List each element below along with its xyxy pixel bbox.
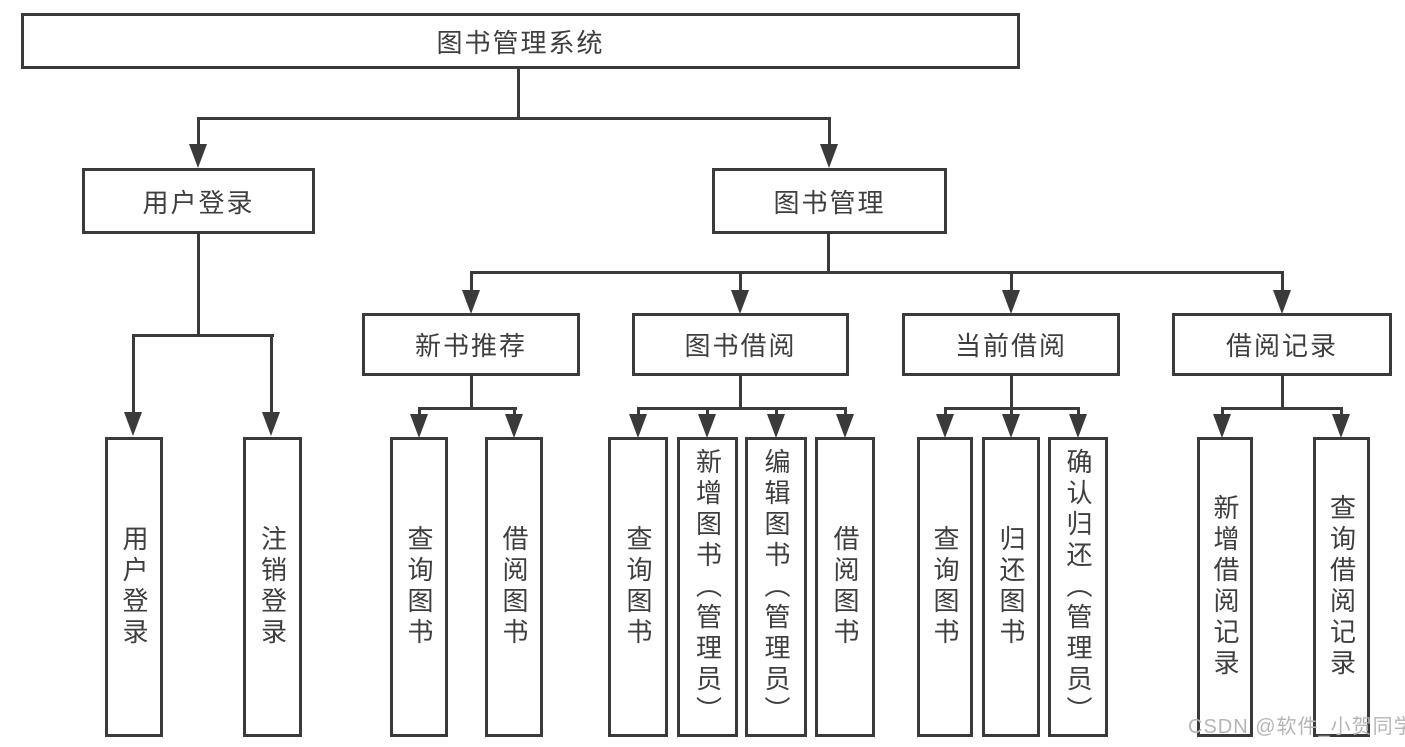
connector-userlogin-horizontal (132, 334, 274, 337)
arrowhead-rec-query (1332, 414, 1350, 438)
node-book-management-label: 图书管理 (773, 187, 886, 218)
node-current-borrowing-label: 当前借阅 (954, 331, 1067, 361)
connector-drop-bb-query (637, 407, 640, 417)
arrowhead-bb-edit (767, 414, 785, 438)
arrowhead-book-borrow (731, 290, 749, 314)
leaf-current-confirm-admin: 确认归还（管理员） (1048, 437, 1108, 737)
leaf-current-return: 归还图书 (982, 437, 1040, 737)
connector-drop-leaf-logout (270, 334, 273, 416)
leaf-current-query: 查询图书 (917, 437, 973, 737)
connector-drop-nb-borrow (513, 407, 516, 417)
arrowhead-borrow-records (1273, 290, 1291, 314)
leaf-current-return-label: 归还图书 (996, 525, 1026, 649)
leaf-records-add-label: 新增借阅记录 (1210, 494, 1240, 680)
connector-userlogin-trunk (197, 234, 200, 336)
connector-drop-book-mgmt (828, 117, 831, 147)
arrowhead-leaf-login (124, 412, 142, 436)
arrowhead-user-login (189, 144, 207, 168)
leaf-borrowing-borrow: 借阅图书 (815, 437, 875, 737)
connector-drop-borrow-records (1281, 271, 1284, 293)
leaf-borrowing-query: 查询图书 (608, 437, 668, 737)
connector-drop-bb-add (706, 407, 709, 417)
connector-borrowing-horizontal (637, 407, 847, 410)
leaf-borrowing-borrow-label: 借阅图书 (830, 525, 860, 649)
leaf-borrowing-add-admin-label: 新增图书（管理员） (692, 447, 723, 727)
arrowhead-cb-confirm (1069, 414, 1087, 438)
connector-drop-cb-query (944, 407, 947, 417)
node-book-borrowing: 图书借阅 (632, 313, 849, 376)
arrowhead-rec-add (1213, 414, 1231, 438)
leaf-newbooks-query-label: 查询图书 (404, 525, 434, 649)
connector-current-trunk (1010, 376, 1013, 409)
connector-drop-new-books (470, 271, 473, 293)
leaf-records-add: 新增借阅记录 (1197, 437, 1253, 737)
arrowhead-current-borrow (1002, 290, 1020, 314)
leaf-user-login: 用户登录 (105, 437, 163, 737)
connector-drop-user-login (197, 117, 200, 147)
connector-newbooks-trunk (470, 376, 473, 409)
arrowhead-bb-borrow (836, 414, 854, 438)
node-root: 图书管理系统 (21, 13, 1020, 69)
leaf-current-confirm-admin-label: 确认归还（管理员） (1063, 447, 1093, 727)
node-current-borrowing: 当前借阅 (902, 313, 1120, 376)
connector-drop-nb-query (418, 407, 421, 417)
node-book-borrowing-label: 图书借阅 (684, 331, 797, 361)
leaf-logout: 注销登录 (243, 437, 302, 737)
connector-drop-current-borrow (1010, 271, 1013, 293)
connector-drop-bb-edit (775, 407, 778, 417)
arrowhead-bb-query (629, 414, 647, 438)
arrowhead-cb-return (1002, 414, 1020, 438)
connector-root-trunk (517, 69, 520, 119)
connector-drop-leaf-login (132, 334, 135, 416)
arrowhead-cb-query (936, 414, 954, 438)
connector-records-trunk (1281, 376, 1284, 409)
connector-drop-rec-add (1221, 407, 1224, 417)
connector-drop-cb-confirm (1077, 407, 1080, 417)
connector-drop-bb-borrow (844, 407, 847, 417)
node-new-book-recommend-label: 新书推荐 (414, 331, 527, 361)
connector-borrowing-trunk (739, 376, 742, 409)
node-book-management: 图书管理 (712, 168, 947, 234)
connector-drop-rec-query (1340, 407, 1343, 417)
connector-drop-book-borrow (739, 271, 742, 293)
leaf-records-query-label: 查询借阅记录 (1326, 494, 1357, 680)
connector-drop-cb-return (1010, 407, 1013, 417)
leaf-borrowing-add-admin: 新增图书（管理员） (677, 437, 738, 737)
node-borrowing-records-label: 借阅记录 (1225, 331, 1338, 361)
leaf-logout-label: 注销登录 (257, 525, 288, 649)
connector-bookmgmt-trunk (827, 234, 830, 274)
connector-newbooks-horizontal (418, 407, 517, 410)
leaf-borrowing-edit-admin-label: 编辑图书（管理员） (761, 447, 791, 727)
node-new-book-recommend: 新书推荐 (362, 313, 580, 376)
leaf-newbooks-borrow: 借阅图书 (485, 437, 543, 737)
leaf-newbooks-borrow-label: 借阅图书 (499, 525, 529, 649)
connector-level2-horizontal (470, 271, 1283, 274)
arrowhead-nb-borrow (505, 414, 523, 438)
csdn-watermark: CSDN @软件_小贺同学 (1188, 716, 1405, 738)
arrowhead-leaf-logout (262, 412, 280, 436)
leaf-newbooks-query: 查询图书 (390, 437, 448, 737)
leaf-borrowing-edit-admin: 编辑图书（管理员） (745, 437, 807, 737)
leaf-current-query-label: 查询图书 (930, 525, 960, 649)
connector-level1-horizontal (197, 117, 831, 120)
arrowhead-nb-query (410, 414, 428, 438)
arrowhead-book-mgmt (820, 144, 838, 168)
leaf-borrowing-query-label: 查询图书 (623, 525, 653, 649)
node-borrowing-records: 借阅记录 (1172, 313, 1392, 376)
connector-records-horizontal (1221, 407, 1343, 410)
node-root-label: 图书管理系统 (436, 27, 605, 58)
leaf-user-login-label: 用户登录 (119, 525, 149, 649)
node-user-login: 用户登录 (82, 168, 315, 234)
leaf-records-query: 查询借阅记录 (1313, 437, 1370, 737)
arrowhead-bb-add (698, 414, 716, 438)
node-user-login-label: 用户登录 (142, 187, 255, 218)
arrowhead-new-books (462, 290, 480, 314)
